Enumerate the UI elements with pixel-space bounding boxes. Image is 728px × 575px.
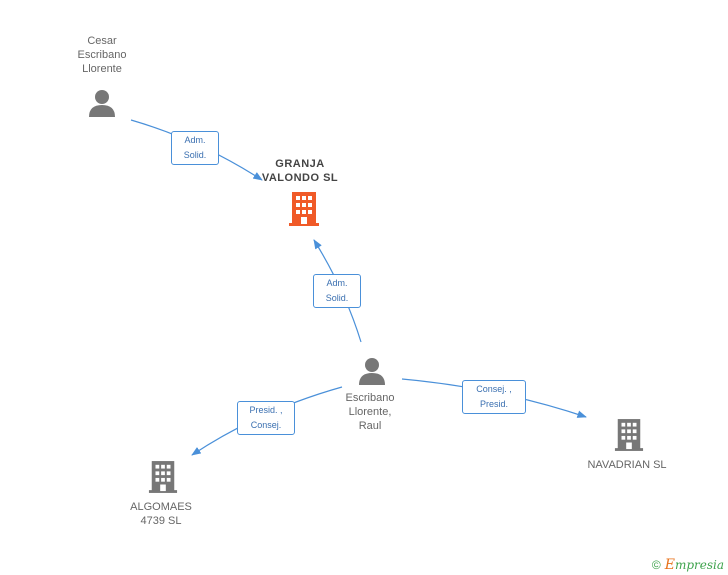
brand-logo[interactable]: Empresia	[665, 557, 724, 573]
brand-name: mpresia	[674, 558, 724, 572]
building-icon-main[interactable]	[288, 192, 320, 226]
role-box-cesar-granja[interactable]: Adm. Solid.	[171, 131, 219, 165]
copyright-icon: ©	[651, 558, 661, 572]
company-label-granja-valondo[interactable]: GRANJA VALONDO SL	[261, 158, 339, 184]
person-icon[interactable]	[357, 356, 387, 386]
brand-initial: E	[664, 557, 675, 573]
footer-brand: © Empresia	[652, 557, 724, 573]
company-label-navadrian[interactable]: NAVADRIAN SL	[587, 459, 667, 471]
person-label-cesar[interactable]: Cesar Escribano Llorente	[77, 35, 127, 75]
company-label-algomaes[interactable]: ALGOMAES 4739 SL	[130, 501, 192, 527]
person-icon[interactable]	[87, 88, 117, 118]
building-icon[interactable]	[148, 460, 178, 494]
role-box-raul-algomaes[interactable]: Presid. , Consej.	[237, 401, 295, 435]
role-box-raul-granja[interactable]: Adm. Solid.	[313, 274, 361, 308]
role-box-raul-navadrian[interactable]: Consej. , Presid.	[462, 380, 526, 414]
building-icon[interactable]	[614, 418, 644, 452]
person-label-raul[interactable]: Escribano Llorente, Raul	[345, 392, 395, 432]
